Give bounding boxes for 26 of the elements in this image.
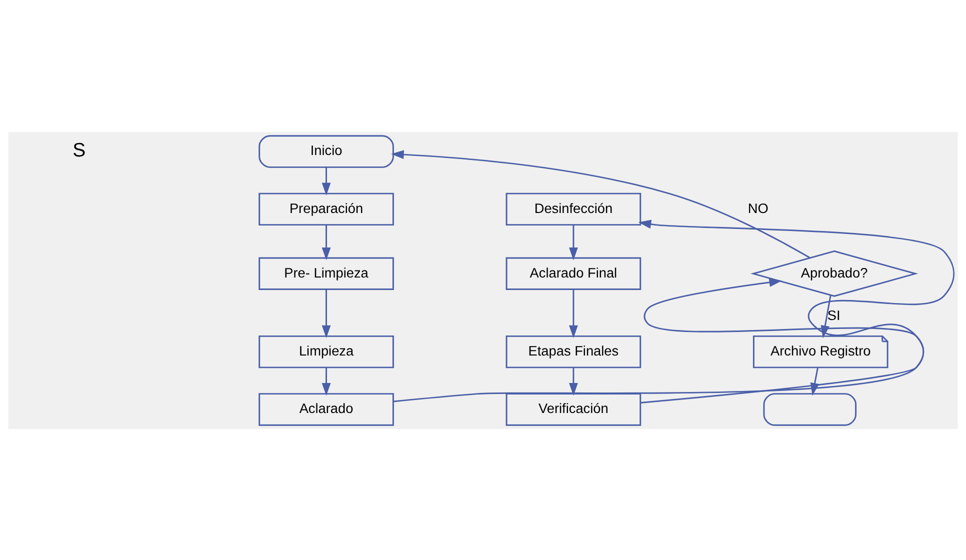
node-box: Aclarado Final <box>506 256 642 290</box>
arrow <box>393 219 954 402</box>
arrow <box>640 278 924 403</box>
edge-label: NO <box>748 200 768 216</box>
node-box: Inicio <box>258 134 394 168</box>
arrow <box>810 367 820 396</box>
arrow <box>569 288 578 338</box>
node-box: Preparación <box>258 192 394 226</box>
arrow <box>322 288 331 338</box>
node-box: Etapas Finales <box>506 334 642 368</box>
node-box: Aclarado <box>258 392 394 426</box>
node-box <box>763 392 857 426</box>
node-box: Verificación <box>506 392 642 426</box>
node-box: Pre- Limpieza <box>258 256 394 290</box>
arrow <box>322 224 331 260</box>
arrow <box>569 367 578 396</box>
arrow <box>391 150 810 258</box>
node-box: Desinfección <box>506 192 642 226</box>
edge-label: SI <box>827 307 840 322</box>
node-box: Limpieza <box>258 334 394 368</box>
label: S <box>72 138 86 161</box>
arrow <box>322 166 331 195</box>
node-diamond: Aprobado? <box>750 250 918 296</box>
arrow <box>322 367 331 396</box>
arrow <box>820 294 832 338</box>
arrow <box>569 224 578 260</box>
